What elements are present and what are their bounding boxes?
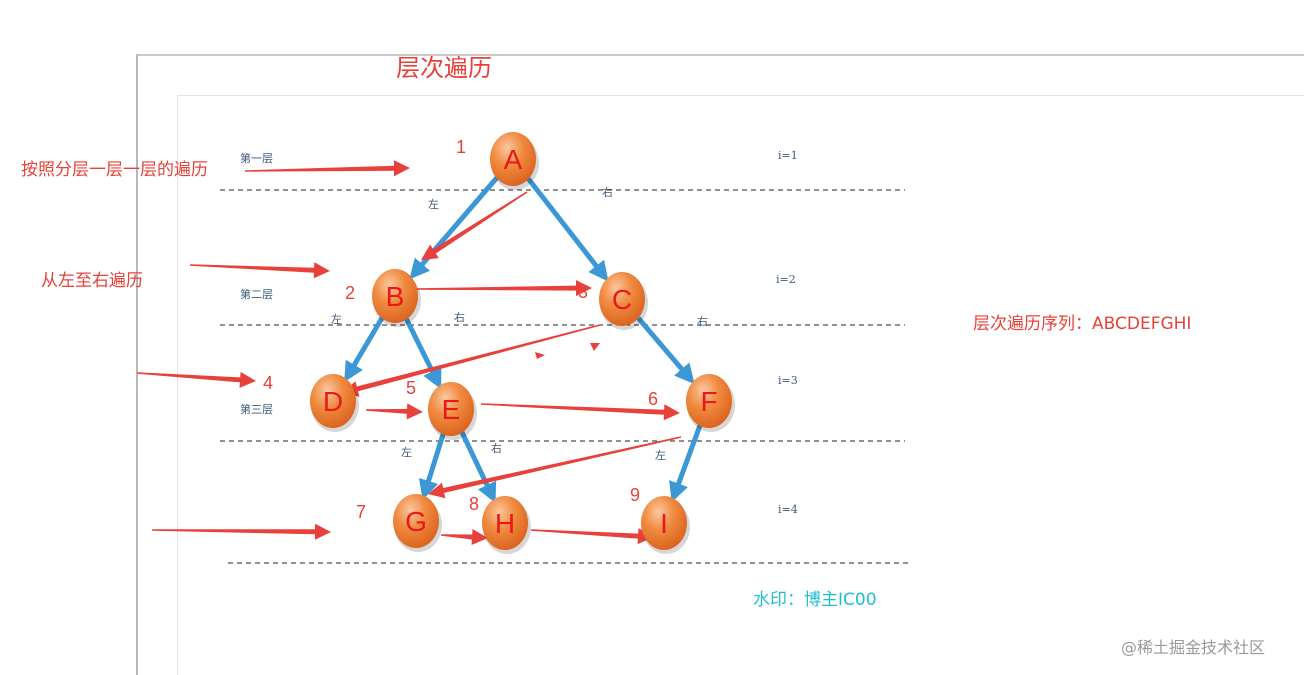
note-left-to-right: 从左至右遍历 [41,271,143,291]
node-label: D [323,386,343,417]
edge-label: 左 [331,313,342,326]
outer-frame [136,54,1304,675]
node-E: E [428,382,477,440]
visit-order-number: 5 [406,378,416,398]
traversal-arrow-F-G [428,436,682,499]
node-label: H [495,508,515,539]
inner-frame [177,95,1304,675]
traversal-arrow-H-I [531,528,654,545]
margin-pointer-arrow [152,523,331,540]
edge-label: 左 [401,446,412,459]
node-label: G [405,506,427,537]
layer-label-1: 第一层 [240,152,273,165]
node-label: I [660,508,668,539]
note-pointer-arrow [190,262,330,279]
traversal-arrow-A-B [421,191,528,260]
edge-B-D [344,316,385,383]
traversal-arrow-E-F [481,403,680,421]
layer-label-3: 第三层 [240,403,273,416]
layer-dividers [220,189,912,564]
tree-edges [344,176,703,504]
level-label-2: i=2 [776,273,796,286]
node-circle [372,269,418,323]
node-I: I [641,496,690,554]
level-label-1: i=1 [778,149,798,162]
node-F: F [686,374,735,432]
edge-B-E [403,317,442,390]
edge-label: 左 [428,198,439,211]
edge-A-C [526,177,609,282]
node-label: F [700,386,717,417]
node-label: E [442,394,461,425]
visit-order-number: 6 [648,389,658,409]
traversal-sequence: 层次遍历序列：ABCDEFGHI [973,314,1192,334]
node-G: G [393,494,442,552]
edge-label: 右 [697,314,708,328]
site-watermark: @稀土掘金技术社区 [1121,638,1266,657]
visit-order-number: 8 [469,494,479,514]
stray-arrowhead [590,343,600,351]
traversal-arrows [137,160,682,545]
visit-order-number: 7 [356,502,366,522]
node-circle [482,496,528,550]
layer-label-2: 第二层 [240,288,273,301]
node-D: D [310,374,359,432]
visit-order-number: 1 [456,137,466,157]
stray-arrowhead [535,352,545,359]
edge-labels: 左右左右右左右左 [331,185,708,462]
node-circle [641,496,687,550]
edge-E-G [418,432,446,501]
level-label-3: i=3 [778,374,798,387]
edge-label: 左 [655,449,666,462]
node-circle [310,374,356,428]
traversal-arrow-C-D [342,324,601,397]
level-label-4: i=4 [778,503,798,516]
note-pointer-arrow [245,160,410,177]
diagram-title: 层次遍历 [396,54,492,82]
traversal-arrow-B-C [417,280,592,297]
visit-order-number: 3 [578,282,588,302]
node-circle [393,494,439,548]
node-circle [428,382,474,436]
edge-label: 右 [602,185,613,199]
edge-E-H [459,430,497,504]
visit-order-number: 9 [630,485,640,505]
node-circle [686,374,732,428]
node-label: A [504,144,523,175]
traversal-arrow-G-H [441,529,488,545]
node-label: B [386,281,405,312]
author-watermark: 水印：博主IC00 [753,590,877,610]
margin-pointer-arrow [137,371,256,388]
edge-label: 右 [491,441,502,455]
edge-F-I [669,423,703,503]
node-A: A [490,132,539,190]
node-circle [490,132,536,186]
node-label: C [612,284,632,315]
visit-order-number: 4 [263,373,273,393]
node-H: H [482,496,531,554]
note-layer-by-layer: 按照分层一层一层的遍历 [21,160,208,180]
node-B: B [372,269,421,327]
traversal-arrow-D-E [366,403,423,420]
visit-order-number: 2 [345,283,355,303]
edge-label: 右 [454,310,465,324]
node-circle [599,272,645,326]
node-C: C [599,272,648,330]
edge-C-F [636,316,695,385]
